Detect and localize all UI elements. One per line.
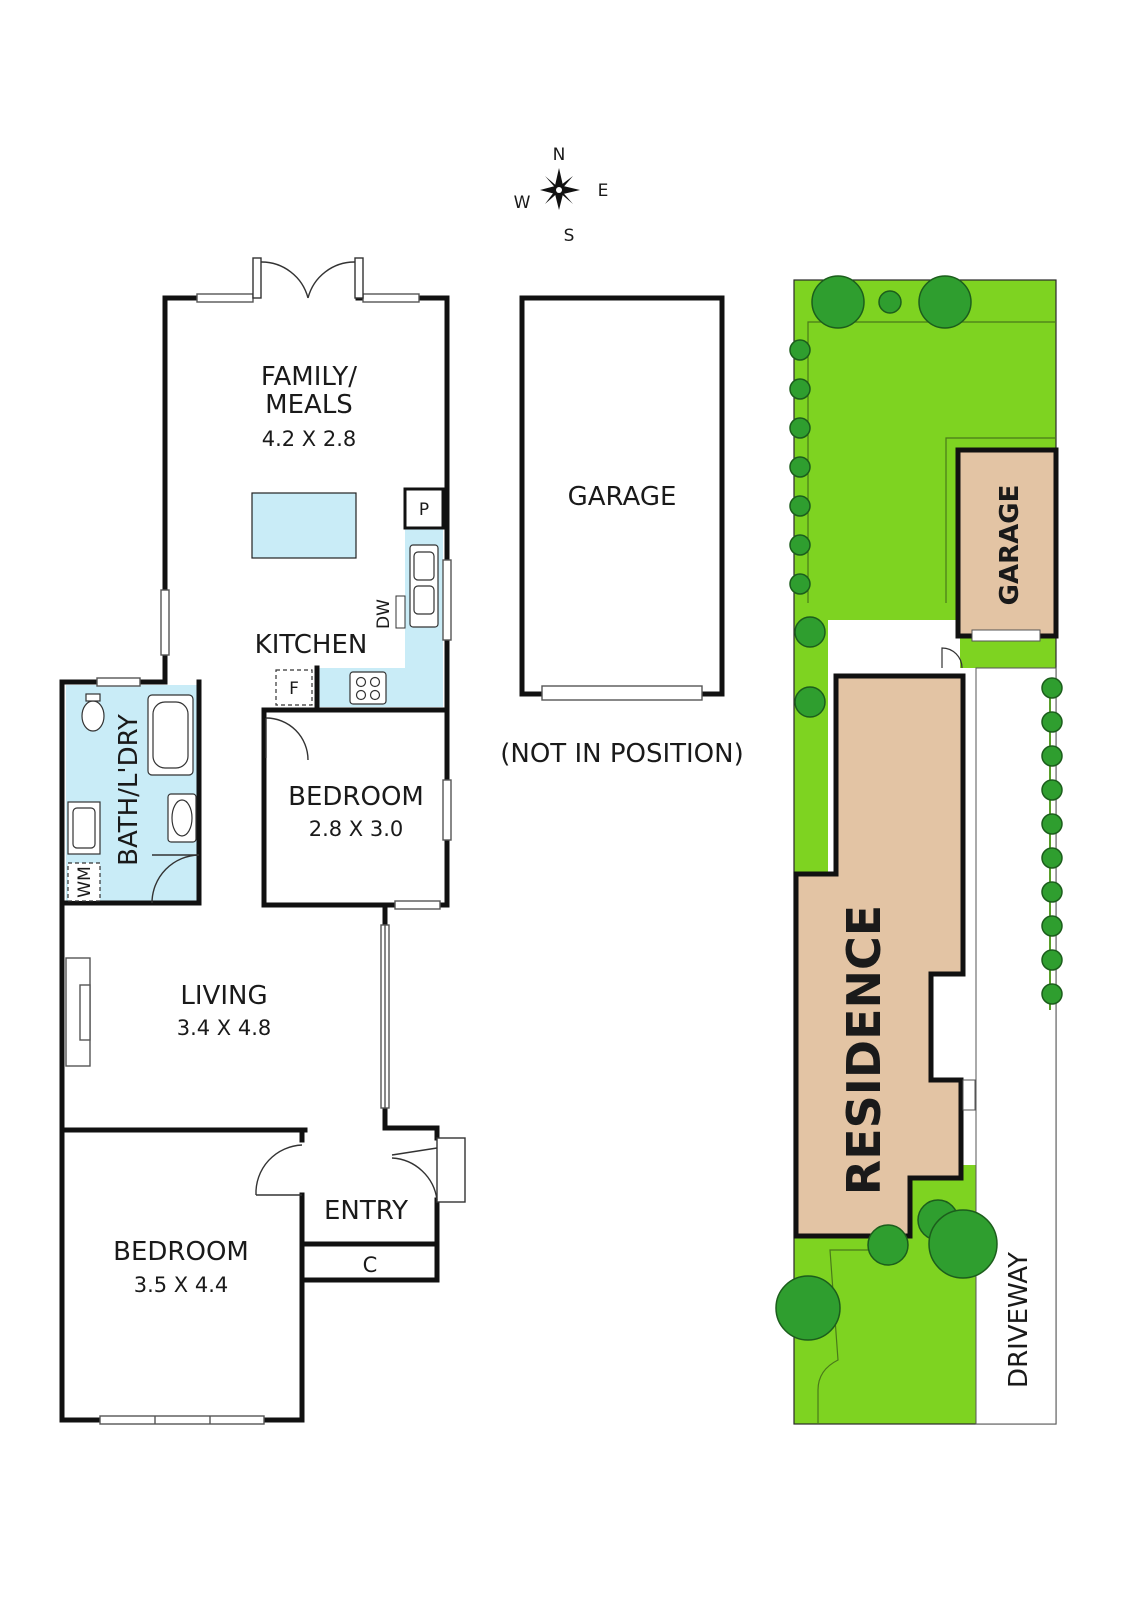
family-meals-title-1: FAMILY/: [261, 362, 357, 392]
compass-east: E: [598, 181, 609, 201]
french-doors: [252, 257, 364, 299]
cooktop-icon: [349, 671, 387, 705]
walls: [59, 295, 450, 1423]
residence-label: RESIDENCE: [837, 905, 891, 1195]
site-garage-label: GARAGE: [995, 485, 1025, 606]
kitchen-island: [251, 492, 357, 559]
garage-outline: [519, 295, 725, 697]
site-garage-door: [971, 629, 1041, 642]
tree-icons: [775, 275, 1063, 1341]
windows: [65, 293, 452, 1425]
bath-fixtures: [67, 693, 197, 902]
compass-icon: [540, 168, 580, 210]
living-dims: 3.4 X 4.8: [177, 1016, 272, 1040]
kitchen-sink-icon: [409, 544, 439, 628]
residence-side-window: [962, 1079, 976, 1111]
compass-west: W: [514, 193, 531, 213]
kitchen-label: KITCHEN: [255, 630, 368, 660]
pantry: [403, 487, 445, 530]
washing-machine-label: WM: [75, 866, 95, 897]
site-garage-side-door: [941, 647, 963, 669]
bedroom-2-title: BEDROOM: [288, 782, 424, 812]
fridge-space: [275, 669, 313, 706]
dishwasher-label: DW: [374, 599, 394, 629]
garage-position-note: (NOT IN POSITION): [500, 739, 744, 769]
bedroom-1-title: BEDROOM: [113, 1237, 249, 1267]
bath-door: [151, 854, 200, 904]
family-meals-title-2: MEALS: [265, 390, 353, 420]
fridge-label: F: [289, 679, 299, 699]
entry-label: ENTRY: [324, 1196, 408, 1226]
dishwasher: [395, 595, 406, 629]
garage-door: [541, 685, 703, 701]
bath-laundry-label: BATH/L'DRY: [114, 714, 144, 866]
living-title: LIVING: [180, 981, 267, 1011]
compass-north: N: [553, 145, 566, 165]
cupboard-label: C: [363, 1253, 378, 1277]
bedroom-2-dims: 2.8 X 3.0: [309, 817, 404, 841]
doors: [255, 717, 466, 1203]
pantry-label: P: [419, 500, 429, 520]
family-meals-dims: 4.2 X 2.8: [262, 427, 357, 451]
driveway-label: DRIVEWAY: [1004, 1252, 1034, 1388]
garage-title: GARAGE: [568, 482, 677, 512]
residence-footprint: [793, 673, 966, 1239]
compass-south: S: [564, 226, 575, 246]
bedroom-1-dims: 3.5 X 4.4: [134, 1273, 229, 1297]
